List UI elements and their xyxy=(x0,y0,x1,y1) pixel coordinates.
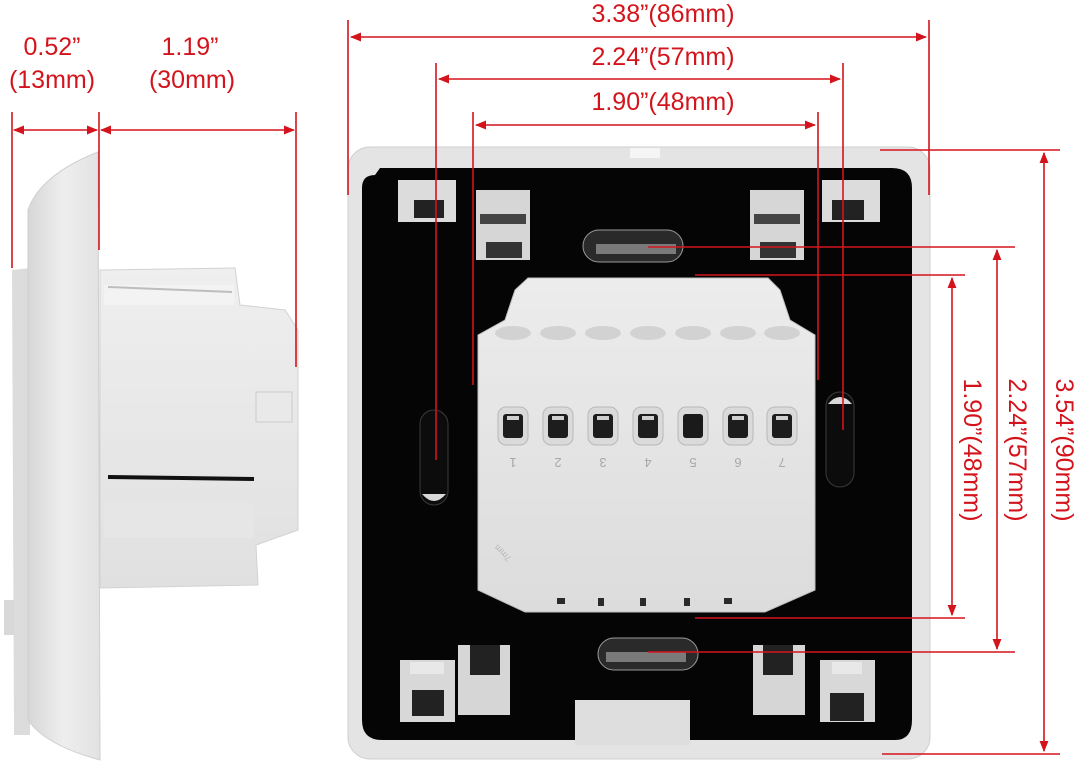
terminal-screws xyxy=(497,406,798,446)
side-slot xyxy=(107,475,255,481)
side-backing xyxy=(12,268,30,735)
clip-top-inner-right xyxy=(750,190,804,260)
svg-text:6: 6 xyxy=(734,455,741,470)
clip-bottom-left xyxy=(400,660,455,722)
screw-slot-left xyxy=(419,409,449,506)
side-dimensions xyxy=(11,112,297,367)
side-body xyxy=(99,267,299,589)
dim-width-86mm: 3.38”(86mm) xyxy=(591,0,734,28)
rear-view: 1 2 3 4 5 6 7 7mm xyxy=(347,146,931,760)
side-view xyxy=(4,151,299,761)
clip-top-left xyxy=(398,180,456,222)
terminal-cups xyxy=(495,326,800,340)
clip-bottom-inner-left xyxy=(458,645,510,715)
svg-text:4: 4 xyxy=(644,455,651,470)
svg-text:2: 2 xyxy=(554,455,561,470)
dim-width-57mm: 2.24”(57mm) xyxy=(591,43,734,71)
clip-top-right xyxy=(822,180,880,222)
svg-text:7: 7 xyxy=(778,455,785,470)
svg-text:5: 5 xyxy=(689,455,696,470)
depth-front-mm: (13mm) xyxy=(9,66,95,94)
depth-body-inch: 1.19” xyxy=(162,33,219,61)
clip-bottom-inner-right xyxy=(753,645,805,715)
clip-top-inner-left xyxy=(476,190,530,260)
screw-slot-right xyxy=(825,391,855,488)
dim-height-57mm: 2.24”(57mm) xyxy=(1003,378,1031,521)
clip-bottom-right xyxy=(820,660,875,722)
side-front-plate xyxy=(27,151,101,761)
svg-text:1: 1 xyxy=(509,455,516,470)
dim-width-48mm: 1.90”(48mm) xyxy=(591,88,734,116)
svg-text:3: 3 xyxy=(599,455,606,470)
dim-height-48mm: 1.90”(48mm) xyxy=(958,378,986,521)
dim-height-90mm: 3.54”(90mm) xyxy=(1050,378,1078,521)
depth-body-mm: (30mm) xyxy=(149,66,235,94)
rear-dimensions xyxy=(347,20,1060,755)
depth-front-inch: 0.52” xyxy=(24,33,81,61)
module-bottom-tabs xyxy=(557,598,732,606)
terminal-numbers: 1 2 3 4 5 6 7 xyxy=(509,455,785,470)
